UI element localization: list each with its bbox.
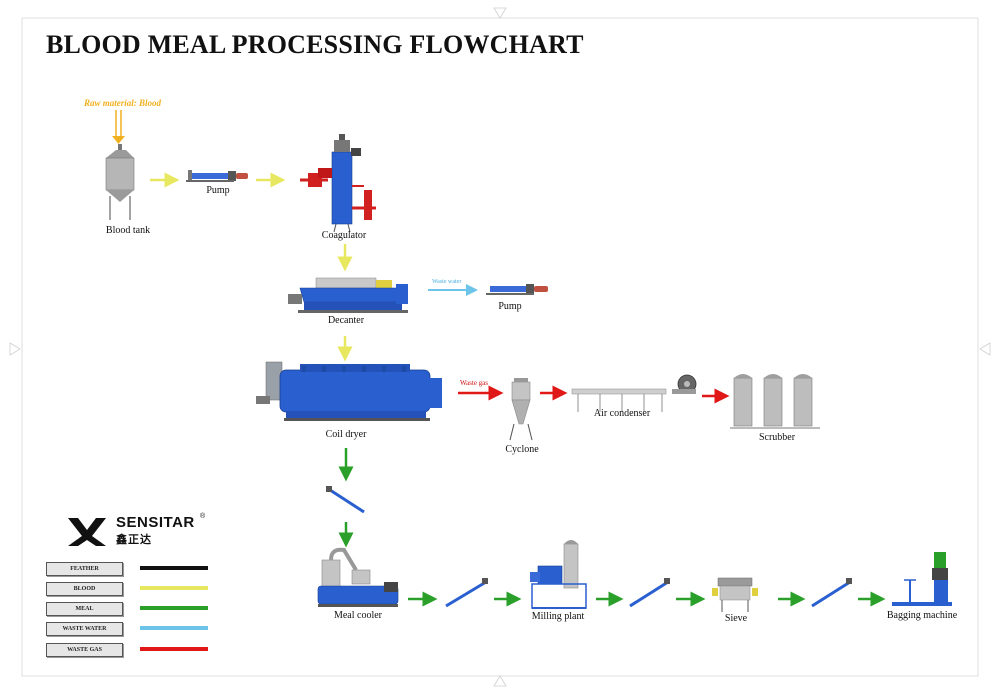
sieve-drawing — [712, 577, 758, 612]
raw-material-arrow — [112, 110, 125, 144]
blood-tank-drawing — [105, 144, 135, 220]
legend-label-feather: FEATHER — [46, 562, 123, 576]
sensitar-logo-icon — [68, 518, 106, 546]
raw-material-label: Raw material: Blood — [84, 98, 162, 108]
legend-label-meal: MEAL — [46, 602, 123, 616]
brand-name-cn: 鑫正达 — [116, 533, 152, 546]
cyclone-drawing — [509, 378, 533, 441]
milling-plant-drawing — [530, 540, 587, 609]
sheet-markers — [9, 7, 991, 687]
coil-dryer-drawing — [256, 361, 442, 421]
meal-cooler-label: Meal cooler — [333, 610, 383, 621]
cyclone-label: Cyclone — [505, 444, 539, 455]
bagging-machine-drawing — [892, 552, 952, 606]
pump-1-label: Pump — [206, 185, 230, 196]
meal-cooler-drawing — [317, 547, 399, 607]
sieve-label: Sieve — [724, 613, 748, 624]
legend-label-blood: BLOOD — [46, 582, 123, 596]
decanter-label: Decanter — [327, 315, 365, 326]
page-title: BLOOD MEAL PROCESSING FLOWCHART — [46, 30, 584, 59]
legend-line-blood — [140, 586, 208, 590]
milling-plant-label: Milling plant — [531, 611, 585, 622]
scrubber-drawing — [730, 374, 820, 429]
brand-registered-mark: ® — [200, 513, 206, 520]
legend-line-waste-water — [140, 626, 208, 630]
coagulator-drawing — [300, 134, 376, 233]
air-condenser-label: Air condenser — [593, 408, 651, 419]
coil-dryer-label: Coil dryer — [325, 429, 367, 440]
pump-1-drawing — [186, 170, 248, 182]
screw-conveyor-3-drawing — [811, 578, 852, 608]
waste-gas-label: Waste gas — [460, 379, 489, 387]
legend-label-waste-gas: WASTE GAS — [46, 643, 123, 657]
air-condenser-drawing — [571, 374, 697, 412]
pump-2-drawing — [486, 284, 548, 295]
legend-line-waste-gas — [140, 647, 208, 651]
coagulator-label: Coagulator — [321, 230, 367, 241]
pump-2-label: Pump — [498, 301, 522, 312]
screw-conveyor-0-drawing — [326, 486, 365, 514]
brand-name: SENSITAR — [116, 514, 195, 531]
legend-label-waste-water: WASTE WATER — [46, 622, 123, 636]
waste-water-label: Waste water — [432, 279, 462, 285]
screw-conveyor-1-drawing — [445, 578, 488, 608]
screw-conveyor-2-drawing — [629, 578, 670, 608]
legend-line-meal — [140, 606, 208, 610]
sheet-border — [21, 17, 979, 677]
decanter-drawing — [288, 277, 408, 313]
legend-line-feather — [140, 566, 208, 570]
blood-tank-label: Blood tank — [105, 225, 151, 236]
scrubber-label: Scrubber — [758, 432, 796, 443]
bagging-machine-label: Bagging machine — [886, 610, 958, 621]
